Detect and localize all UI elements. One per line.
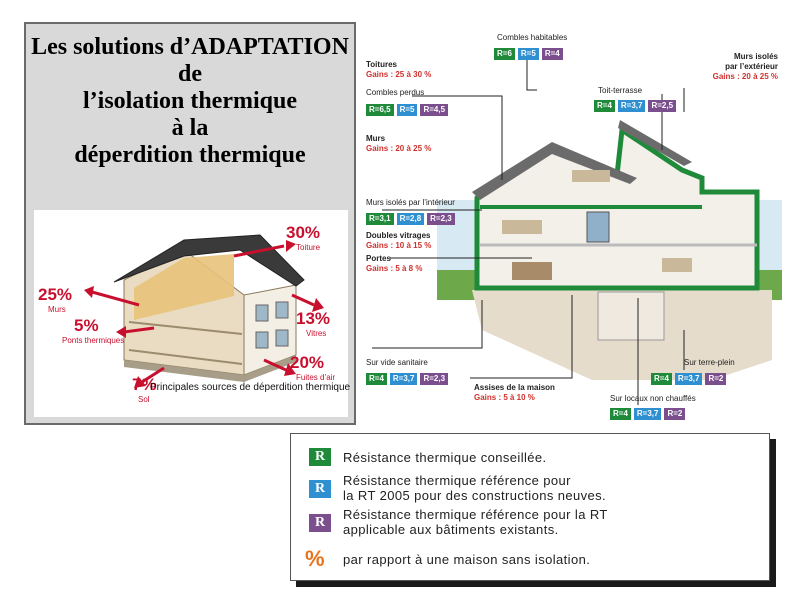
terre-plein-label: Sur terre-plein bbox=[684, 358, 735, 367]
floor-loss-percent: 7% bbox=[132, 375, 157, 394]
locaux-non-chauffes-r-values: R=4 R=3,7 R=2 bbox=[610, 408, 686, 420]
thermal-bridges-loss-label: Ponts thermiques bbox=[62, 336, 125, 345]
r-existing: R=2,3 bbox=[420, 373, 449, 385]
windows-loss-percent: 13% bbox=[296, 309, 331, 328]
r-existing: R=2,5 bbox=[648, 100, 677, 112]
air-leaks-loss-label: Fuites d’air bbox=[296, 373, 336, 382]
r-existing: R=4 bbox=[541, 48, 563, 60]
r-existing: R=2,3 bbox=[427, 213, 455, 225]
assises-gain: Gains : 5 à 10 % bbox=[474, 393, 535, 402]
diagram-caption: Principales sources de déperdition therm… bbox=[150, 382, 351, 393]
doubles-vitrages-label: Doubles vitrages bbox=[366, 231, 431, 240]
murs-exterieur-label-1: Murs isolés bbox=[733, 52, 778, 61]
floor-loss-label: Sol bbox=[138, 395, 150, 404]
r-existing: R=2 bbox=[664, 408, 686, 420]
percent-icon: % bbox=[305, 546, 325, 571]
r-existing: R=4,5 bbox=[420, 104, 449, 116]
windows-loss-label: Vitres bbox=[306, 329, 327, 338]
assises-label: Assises de la maison bbox=[474, 383, 555, 392]
r-recommended: R=6,5 bbox=[366, 104, 394, 116]
title-line-2: de bbox=[178, 61, 202, 87]
legend-text-existing-line2: applicable aux bâtiments existants. bbox=[343, 522, 559, 537]
vide-sanitaire-r-values: R=4 R=3,7 R=2,3 bbox=[366, 373, 449, 385]
r-recommended: R=4 bbox=[610, 408, 631, 420]
legend-text-recommended: Résistance thermique conseillée. bbox=[343, 450, 547, 465]
purple-r-square: R bbox=[309, 514, 331, 532]
toitures-label: Toitures bbox=[366, 60, 397, 69]
combles-perdus-label: Combles perdus bbox=[366, 88, 425, 97]
r-rt2005: R=3,7 bbox=[674, 373, 703, 385]
terre-plein-r-values: R=4 R=3,7 R=2 bbox=[651, 373, 727, 385]
toit-terrasse-r-values: R=4 R=3,7 R=2,5 bbox=[594, 100, 677, 112]
combles-perdus-r-values: R=6,5 R=5 R=4,5 bbox=[366, 104, 449, 116]
title-line-5: déperdition thermique bbox=[74, 142, 306, 168]
cutaway-house-illustration bbox=[84, 234, 324, 388]
legend-text-percent: par rapport à une maison sans isolation. bbox=[343, 552, 591, 567]
locaux-non-chauffes-label: Sur locaux non chauffés bbox=[610, 394, 696, 403]
legend-text-existing-line1: Résistance thermique référence pour la R… bbox=[343, 507, 608, 522]
murs-label: Murs bbox=[366, 134, 386, 143]
blue-r-square: R bbox=[309, 480, 331, 498]
vide-sanitaire-label: Sur vide sanitaire bbox=[366, 358, 428, 367]
house-insulation-diagram: Combles habitables R=6 R=5 R=4 Toitures … bbox=[362, 30, 782, 420]
heat-loss-panel: Les solutions d’ADAPTATION de l’isolatio… bbox=[24, 22, 356, 425]
page-title: Les solutions d’ADAPTATION de l’isolatio… bbox=[26, 34, 354, 169]
r-recommended: R=3,1 bbox=[366, 213, 394, 225]
title-line-4: à la bbox=[171, 115, 209, 141]
house-cross-section bbox=[372, 50, 782, 405]
heat-loss-diagram: 30% Toiture 25% Murs 5% Ponts thermiques… bbox=[34, 210, 351, 417]
title-line-1: Les solutions d’ADAPTATION bbox=[31, 34, 349, 60]
murs-exterieur-label-2: par l’extérieur bbox=[725, 62, 778, 71]
r-rt2005: R=3,7 bbox=[633, 408, 662, 420]
r-recommended: R=4 bbox=[366, 373, 387, 385]
murs-exterieur-gain: Gains : 20 à 25 % bbox=[712, 72, 778, 81]
r-rt2005: R=2,8 bbox=[396, 213, 425, 225]
title-line-3: l’isolation thermique bbox=[83, 88, 297, 114]
legend-box: R Résistance thermique conseillée. R Rés… bbox=[290, 433, 770, 581]
r-recommended: R=4 bbox=[594, 100, 615, 112]
legend-text-rt2005-line2: la RT 2005 pour des constructions neuves… bbox=[343, 488, 607, 503]
murs-gain: Gains : 20 à 25 % bbox=[366, 144, 432, 153]
r-recommended: R=4 bbox=[651, 373, 672, 385]
toit-terrasse-label: Toit-terrasse bbox=[598, 86, 643, 95]
walls-loss-label: Murs bbox=[48, 305, 66, 314]
doubles-vitrages-gain: Gains : 10 à 15 % bbox=[366, 241, 432, 250]
roof-loss-percent: 30% bbox=[286, 223, 321, 242]
air-leaks-loss-percent: 20% bbox=[290, 353, 325, 372]
r-rt2005: R=3,7 bbox=[617, 100, 646, 112]
combles-habitables-r-values: R=6 R=5 R=4 bbox=[494, 48, 563, 60]
r-existing: R=2 bbox=[705, 373, 727, 385]
murs-interieur-label: Murs isolés par l’intérieur bbox=[366, 198, 455, 207]
legend-text-rt2005-line1: Résistance thermique référence pour bbox=[343, 473, 571, 488]
thermal-bridges-loss-percent: 5% bbox=[74, 316, 99, 335]
r-rt2005: R=5 bbox=[517, 48, 539, 60]
portes-gain: Gains : 5 à 8 % bbox=[366, 264, 423, 273]
roof-loss-label: Toiture bbox=[296, 243, 321, 252]
portes-label: Portes bbox=[366, 254, 391, 263]
combles-habitables-label: Combles habitables bbox=[497, 33, 568, 42]
walls-loss-percent: 25% bbox=[38, 285, 73, 304]
toitures-gain: Gains : 25 à 30 % bbox=[366, 70, 432, 79]
green-r-square: R bbox=[309, 448, 331, 466]
r-recommended: R=6 bbox=[494, 48, 515, 60]
r-rt2005: R=5 bbox=[396, 104, 418, 116]
murs-interieur-r-values: R=3,1 R=2,8 R=2,3 bbox=[366, 213, 455, 225]
r-rt2005: R=3,7 bbox=[389, 373, 418, 385]
